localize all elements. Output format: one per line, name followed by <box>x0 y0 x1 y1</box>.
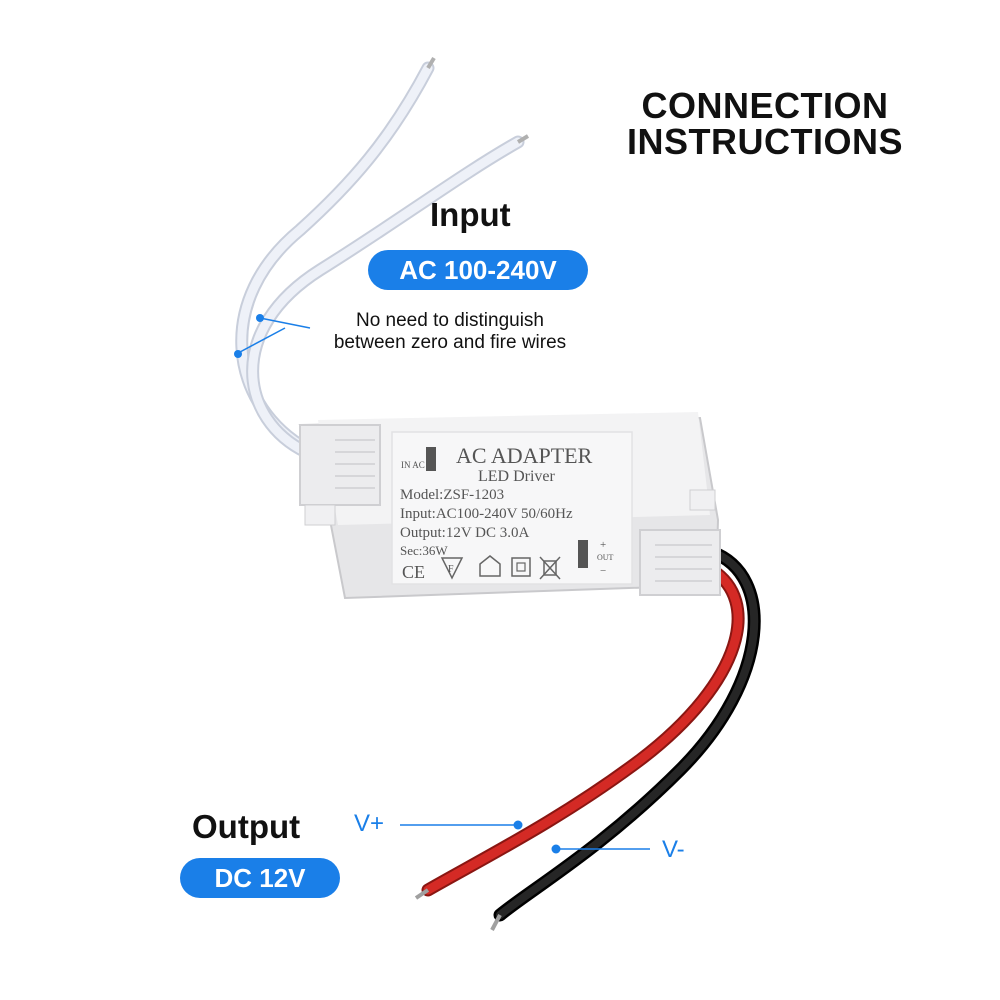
v-minus-callout <box>551 844 650 854</box>
title-line-2: INSTRUCTIONS <box>627 121 903 162</box>
note-line-1: No need to distinguish <box>355 310 544 331</box>
out-terminal-icon <box>578 540 588 568</box>
model-text: Model:ZSF-1203 <box>400 487 504 503</box>
f-mark-icon: F <box>440 557 464 580</box>
input-wires <box>235 56 530 459</box>
led-driver-text: LED Driver <box>478 468 556 485</box>
input-voltage-badge: AC 100-240V <box>368 250 588 290</box>
out-minus: − <box>600 565 606 577</box>
output-spec-text: Output:12V DC 3.0A <box>400 525 529 541</box>
double-insulation-icon <box>511 557 531 577</box>
led-driver-body: IN AC AC ADAPTER LED Driver Model:ZSF-12… <box>298 412 721 600</box>
title-line-1: CONNECTION <box>641 85 889 126</box>
in-ac-terminal-icon <box>426 447 436 471</box>
output-heading: Output <box>192 808 301 845</box>
input-spec-text: Input:AC100-240V 50/60Hz <box>400 506 573 522</box>
weee-bin-icon <box>539 556 561 580</box>
ce-mark: CE <box>402 562 425 582</box>
v-plus-callout <box>400 820 523 830</box>
output-voltage-badge: DC 12V <box>180 858 340 898</box>
ac-adapter-text: AC ADAPTER <box>456 443 593 468</box>
v-plus-label: V+ <box>354 810 385 837</box>
input-wire-note: No need to distinguish between zero and … <box>305 310 595 354</box>
indoor-use-icon <box>479 555 501 577</box>
note-line-2: between zero and fire wires <box>333 332 567 353</box>
v-minus-label: V- <box>662 836 685 863</box>
svg-text:F: F <box>448 564 454 575</box>
sec-text: Sec:36W <box>400 543 448 558</box>
input-wires-callout <box>234 314 311 358</box>
out-plus: + <box>600 539 606 551</box>
in-ac-label: IN AC <box>401 460 425 470</box>
page-title: CONNECTION INSTRUCTIONS <box>560 88 970 160</box>
output-wires <box>414 545 761 931</box>
input-heading: Input <box>430 196 511 233</box>
out-label: OUT <box>597 553 614 562</box>
